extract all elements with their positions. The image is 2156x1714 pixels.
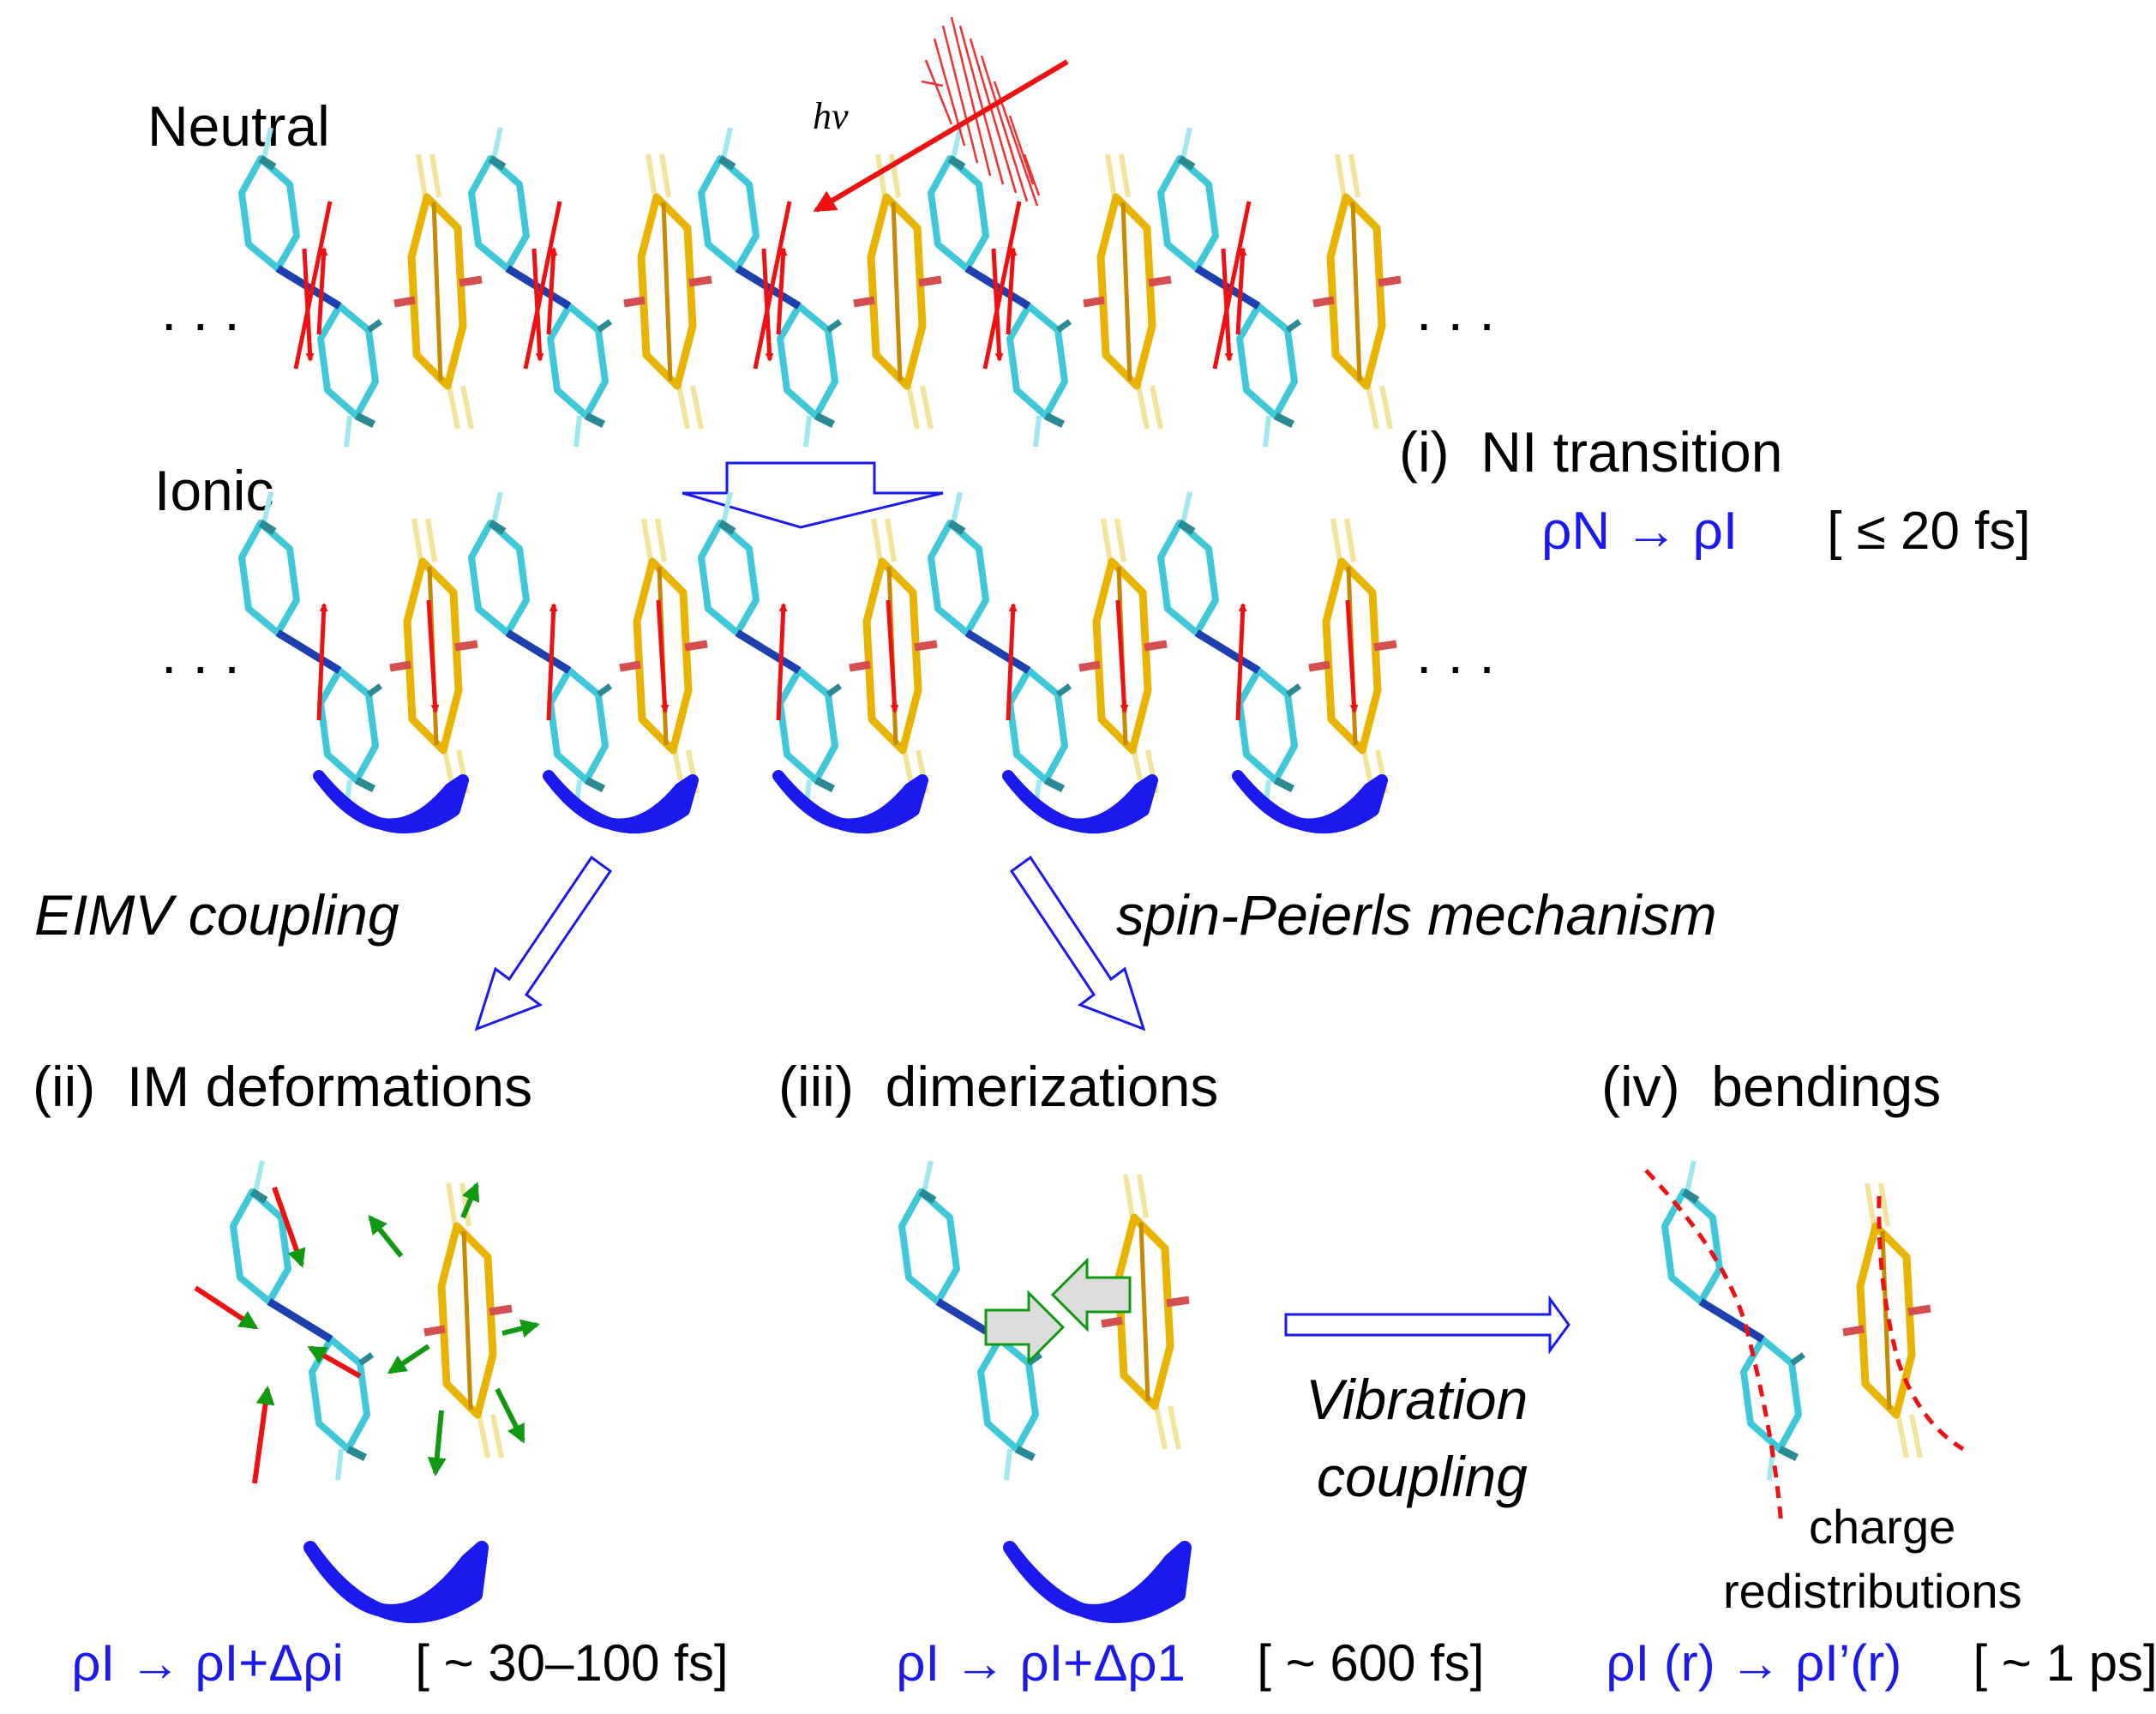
label-eimv-coupling: EIMV coupling <box>34 883 399 947</box>
stage-iv-time: [ ~ 1 ps] <box>1973 1634 2156 1692</box>
stage-iii-dimerization-arrows <box>984 1257 1132 1365</box>
label-neutral: Neutral <box>147 94 330 158</box>
arrow-eimv <box>474 855 613 1031</box>
label-ionic: Ionic <box>154 459 273 522</box>
stage-i-title: (i) NI transition <box>1399 420 1782 484</box>
stage-iii-rate: ρI → ρI+Δρ1 [ ~ 600 fs] <box>825 1634 1527 1692</box>
stage-iii-curved-arrow <box>1003 1541 1192 1624</box>
label-charge: charge <box>1809 1500 1955 1554</box>
stage-iii-formula: ρI → ρI+Δρ1 <box>896 1634 1186 1692</box>
arrow-vibration-coupling <box>1284 1295 1570 1355</box>
dots-neutral-left: . . . <box>161 279 240 342</box>
stage-ii-deformation-arrows-green <box>368 1182 540 1476</box>
label-coupling: coupling <box>1317 1445 1528 1508</box>
stage-i-time: [ ≤ 20 fs] <box>1827 502 2030 561</box>
stage-ii-deformation-arrows-red <box>194 1186 362 1484</box>
label-redistributions: redistributions <box>1723 1564 2022 1618</box>
stage-iv-bending-lines <box>1644 1169 1965 1527</box>
neutral-spin-arrows <box>293 201 1252 370</box>
ionic-spin-arrows <box>316 599 1359 721</box>
dots-neutral-right: . . . <box>1416 279 1495 342</box>
stage-iv-rate: ρI (r) → ρI’(r) [ ~ 1 ps] <box>1534 1634 2156 1692</box>
arrow-spin-peierls <box>1009 855 1146 1031</box>
stage-iv-title: (iv) bendings <box>1601 1055 1941 1118</box>
dots-ionic-right: . . . <box>1416 622 1495 685</box>
label-hv: hν <box>813 95 849 137</box>
stage-i-formula: ρN → ρI <box>1541 502 1738 561</box>
stage-iii-title: (iii) dimerizations <box>778 1055 1218 1118</box>
stage-ii-formula: ρI → ρI+Δρi <box>71 1634 344 1692</box>
stage-ii-curved-arrow <box>303 1541 489 1624</box>
stage-ii-title: (ii) IM deformations <box>33 1055 532 1118</box>
label-vibration: Vibration <box>1306 1368 1528 1431</box>
photon-arrow <box>813 59 1069 213</box>
ionic-chain <box>242 492 1396 811</box>
stage-i-rate: ρN → ρI [ ≤ 20 fs] <box>1468 502 2075 561</box>
stage-ii-molecules <box>233 1161 512 1480</box>
stage-iii-time: [ ~ 600 fs] <box>1257 1634 1484 1692</box>
charge-transfer-arrows <box>313 770 1388 834</box>
stage-iv-formula: ρI (r) → ρI’(r) <box>1606 1634 1901 1692</box>
stage-ii-time: [ ~ 30–100 fs] <box>415 1634 728 1692</box>
stage-ii-rate: ρI → ρI+Δρi [ ~ 30–100 fs] <box>0 1634 772 1692</box>
transition-arrow-down <box>682 461 944 529</box>
label-spin-peierls: spin-Peierls mechanism <box>1116 883 1717 947</box>
dots-ionic-left: . . . <box>161 622 240 685</box>
